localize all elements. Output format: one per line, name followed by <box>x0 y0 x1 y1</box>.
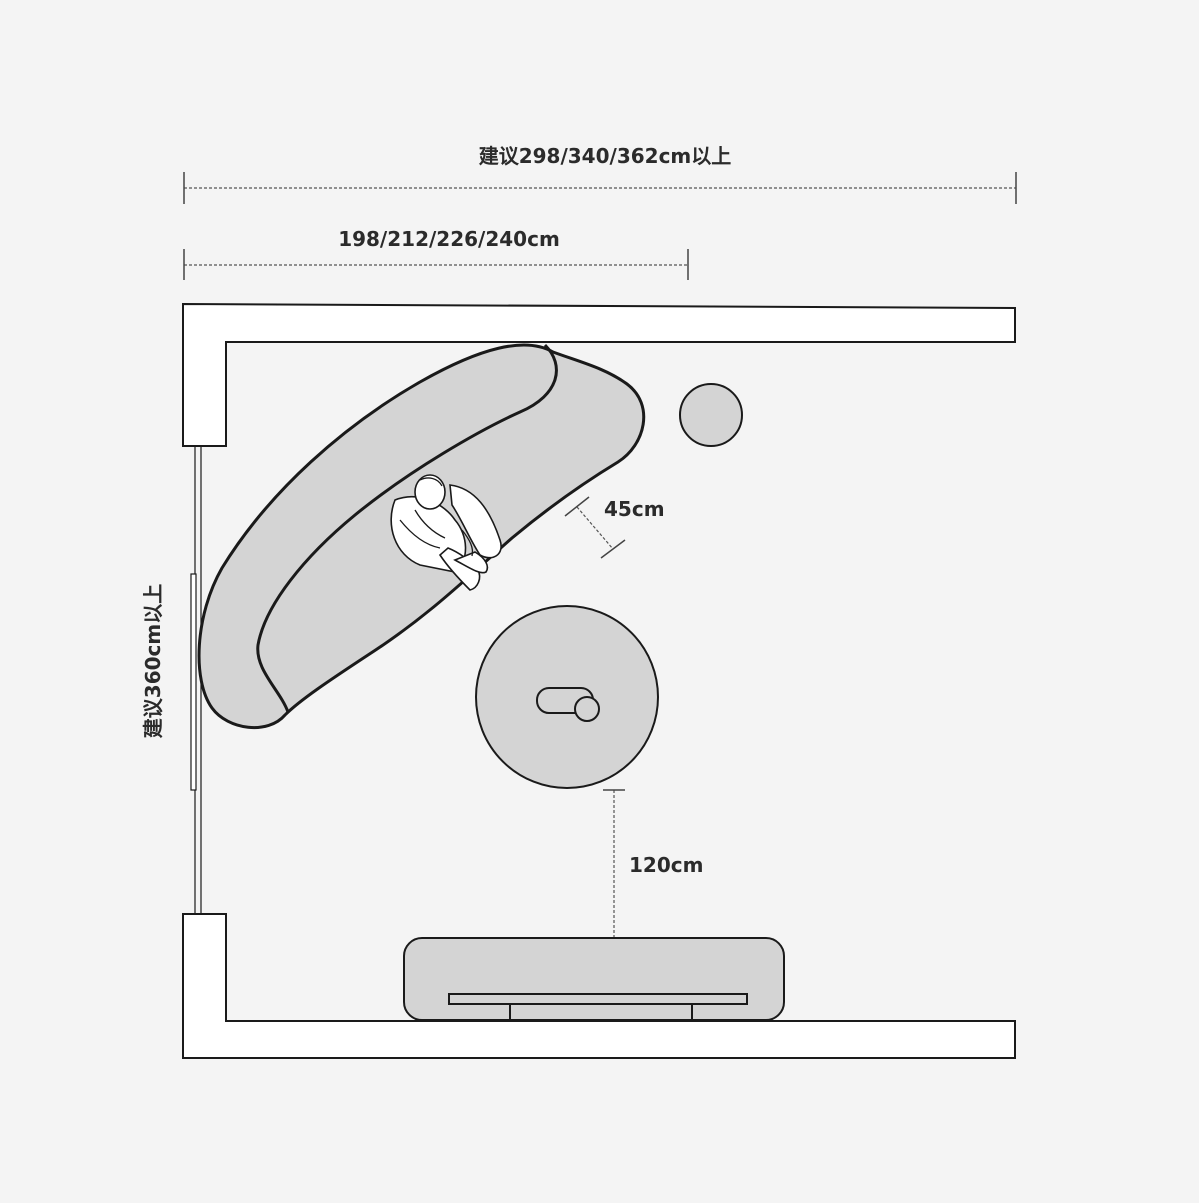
curved-sofa-backrest-line <box>256 343 558 713</box>
side-table <box>679 383 743 447</box>
room-depth-dimension: 建议360cm以上 <box>141 584 165 738</box>
tv-cabinet <box>403 937 785 1021</box>
room-depth-label: 建议360cm以上 <box>141 584 165 738</box>
sofa-gap-dashed-line <box>576 506 614 550</box>
total-width-label: 建议298/340/362cm以上 <box>479 144 732 168</box>
sofa-gap-dimension: 45cm <box>564 496 665 559</box>
tv-screen <box>448 993 748 1005</box>
tv-distance-dimension: 120cm <box>603 789 703 938</box>
sofa-gap-label: 45cm <box>604 497 665 521</box>
coffee-table-ornament <box>574 696 600 722</box>
seated-person-figure <box>390 474 502 591</box>
tv-cabinet-body <box>403 937 785 1021</box>
sofa-width-label: 198/212/226/240cm <box>338 227 560 251</box>
sofa-gap-top-tick <box>564 496 590 517</box>
bottom-wall <box>182 913 1016 1059</box>
top-wall <box>182 302 1016 447</box>
sofa-gap-bottom-tick <box>600 539 626 559</box>
round-coffee-table <box>475 605 659 789</box>
tv-distance-label: 120cm <box>629 853 703 877</box>
sofa-width-dimension: 198/212/226/240cm <box>183 227 689 280</box>
total-width-dimension: 建议298/340/362cm以上 <box>183 144 1017 204</box>
